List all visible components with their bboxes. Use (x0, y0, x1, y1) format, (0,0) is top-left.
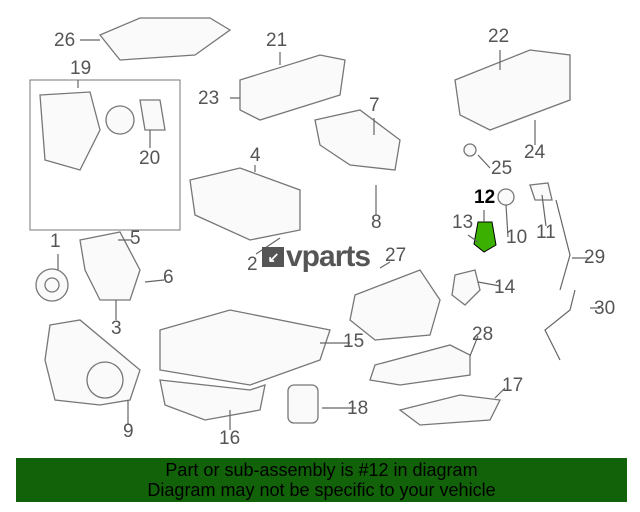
part-12-highlighted-part (473, 221, 497, 253)
callout-21: 21 (266, 30, 288, 51)
part-22-valve-cover (454, 49, 571, 131)
part-5-bracket (79, 231, 141, 301)
part-21-valve-cover (239, 54, 346, 121)
vparts-watermark: ↙ vparts (262, 240, 371, 274)
callout-5: 5 (130, 228, 141, 249)
callout-14: 14 (494, 277, 516, 298)
callout-24: 24 (524, 142, 546, 163)
part-17-plate (398, 394, 501, 426)
callout-26: 26 (54, 30, 76, 51)
part-18-oil-filter (287, 384, 319, 424)
part-27-intake-manifold (349, 269, 441, 341)
callout-23: 23 (198, 88, 220, 109)
part-30-tube (544, 289, 576, 361)
callout-27: 27 (385, 245, 407, 266)
callout-6: 6 (163, 267, 174, 288)
leader-lines (57, 39, 600, 430)
callout-3: 3 (111, 318, 122, 339)
callout-13: 13 (452, 212, 474, 233)
callout-30: 30 (594, 298, 616, 319)
callout-17: 17 (502, 375, 524, 396)
part-9-timing-belt (44, 319, 141, 406)
part-26-engine-cover (98, 17, 232, 61)
part-16-oil-pan (159, 379, 266, 421)
callout-19: 19 (70, 58, 92, 79)
callout-25: 25 (491, 158, 513, 179)
part-25-cap (463, 143, 477, 157)
part-11-bracket (529, 182, 553, 201)
part-7-timing-cover (314, 109, 401, 171)
banner-line-2: Diagram may not be specific to your vehi… (147, 480, 496, 500)
callout-22: 22 (488, 26, 510, 47)
callout-15: 15 (343, 331, 365, 352)
callout-12-highlighted: 12 (474, 187, 496, 208)
callout-20: 20 (139, 148, 161, 169)
part-14-housing (451, 269, 481, 306)
part-10-seal (497, 188, 515, 206)
callout-18: 18 (347, 398, 369, 419)
callout-10: 10 (506, 227, 528, 248)
callout-28: 28 (472, 324, 494, 345)
part-4-timing-cover (189, 167, 301, 241)
info-banner: Part or sub-assembly is #12 in diagram D… (16, 458, 627, 502)
part-15-oil-pan-upper (159, 309, 331, 386)
part-29-dipstick (555, 199, 571, 291)
banner-line-1: Part or sub-assembly is #12 in diagram (165, 460, 478, 480)
part-28-gasket (369, 344, 471, 386)
watermark-text: vparts (286, 240, 371, 273)
callout-8: 8 (371, 212, 382, 233)
callout-16: 16 (219, 428, 241, 449)
callout-4: 4 (250, 145, 261, 166)
part-1-pulley (35, 268, 69, 302)
callout-29: 29 (584, 247, 606, 268)
callout-11: 11 (536, 222, 556, 243)
callout-2: 2 (247, 254, 258, 275)
part-19-oil-pump-box (29, 79, 181, 231)
callout-1: 1 (50, 231, 61, 252)
callout-7: 7 (369, 95, 380, 116)
arrow-box-icon: ↙ (262, 247, 284, 267)
callout-9: 9 (123, 421, 134, 442)
